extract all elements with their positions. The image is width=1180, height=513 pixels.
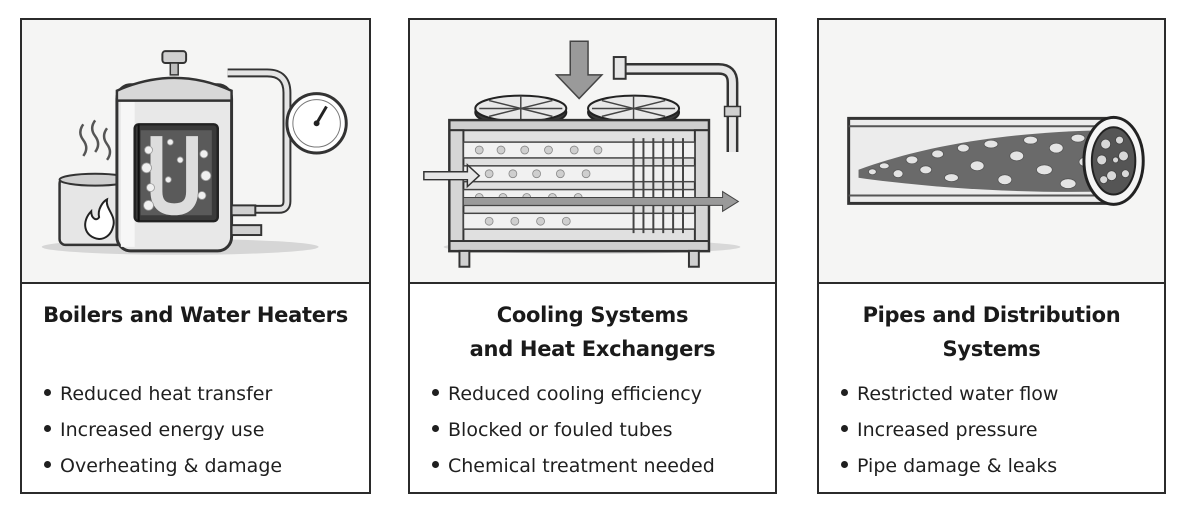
list-item-text: Overheating & damage: [60, 455, 283, 477]
list-item: Pipe damage & leaks: [841, 448, 1158, 484]
bullet-icon: [432, 389, 439, 396]
bullet-icon: [841, 389, 848, 396]
panel-title-line: Systems: [942, 337, 1041, 361]
list-item-text: Increased pressure: [857, 419, 1038, 441]
list-item-text: Restricted water flow: [857, 383, 1059, 405]
bullet-icon: [44, 461, 51, 468]
heat-exchanger-icon: [423, 40, 742, 268]
bullet-list: Reduced cooling efficiency Blocked or fo…: [432, 376, 769, 484]
pipe-illustration: [819, 20, 1164, 284]
panel-title: Pipes and Distribution Systems: [829, 298, 1154, 366]
panel-pipes: Pipes and Distribution Systems Restricte…: [817, 18, 1166, 494]
list-item-text: Pipe damage & leaks: [857, 455, 1058, 477]
bullet-icon: [44, 425, 51, 432]
bullet-icon: [432, 425, 439, 432]
list-item: Increased pressure: [841, 412, 1158, 448]
panel-title-line: Pipes and Distribution: [862, 303, 1121, 327]
bullet-list: Reduced heat transfer Increased energy u…: [44, 376, 363, 484]
list-item: Reduced heat transfer: [44, 376, 363, 412]
list-item-text: Increased energy use: [60, 419, 265, 441]
panel-title-line: and Heat Exchangers: [469, 337, 716, 361]
bullet-icon: [841, 425, 848, 432]
list-item: Reduced cooling efficiency: [432, 376, 769, 412]
list-item: Overheating & damage: [44, 448, 363, 484]
panel-title: Boilers and Water Heaters: [32, 298, 359, 332]
list-item-text: Reduced cooling efficiency: [448, 383, 702, 405]
panel-boilers: Boilers and Water Heaters Reduced heat t…: [20, 18, 371, 494]
list-item-text: Reduced heat transfer: [60, 383, 273, 405]
panel-title-line: Cooling Systems: [496, 303, 689, 327]
list-item: Chemical treatment needed: [432, 448, 769, 484]
boiler-icon: [41, 50, 348, 255]
list-item-text: Blocked or fouled tubes: [448, 419, 673, 441]
panel-title: Cooling Systems and Heat Exchangers: [420, 298, 765, 366]
bullet-list: Restricted water flow Increased pressure…: [841, 376, 1158, 484]
heat-exchanger-illustration: [410, 20, 775, 284]
panel-title-line: Boilers and Water Heaters: [43, 303, 348, 327]
panel-cooling-systems: Cooling Systems and Heat Exchangers Redu…: [408, 18, 777, 494]
list-item: Blocked or fouled tubes: [432, 412, 769, 448]
bullet-icon: [841, 461, 848, 468]
boiler-illustration: [22, 20, 369, 284]
list-item-text: Chemical treatment needed: [448, 455, 715, 477]
scaled-pipe-icon: [847, 115, 1145, 206]
list-item: Restricted water flow: [841, 376, 1158, 412]
list-item: Increased energy use: [44, 412, 363, 448]
bullet-icon: [44, 389, 51, 396]
bullet-icon: [432, 461, 439, 468]
